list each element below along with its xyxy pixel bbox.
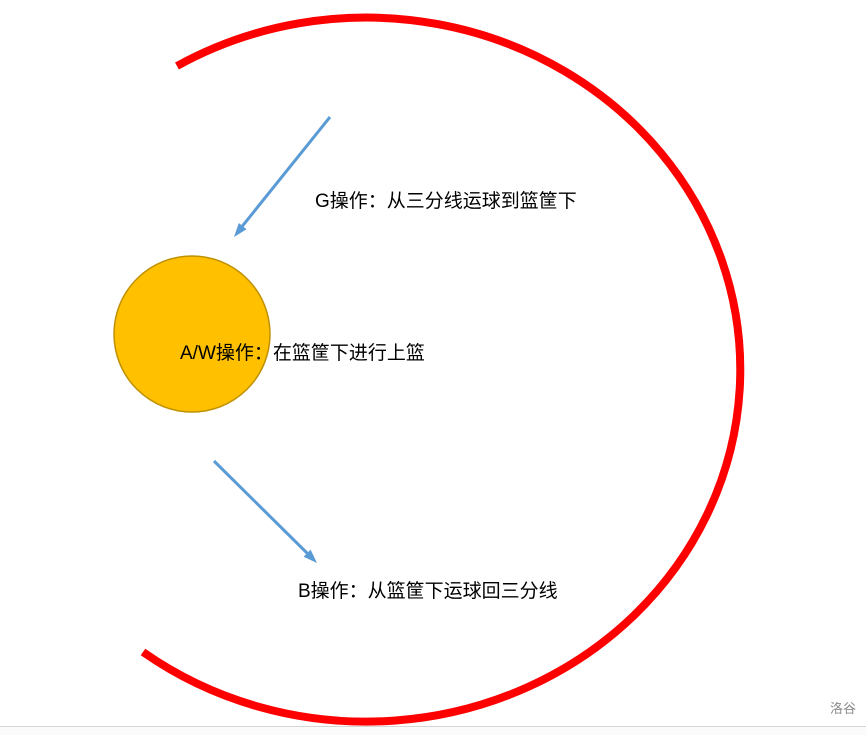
arrow-to-basket-head [234,223,247,237]
hoop-circle [113,255,271,413]
label-b-operation: B操作：从篮筐下运球回三分线 [298,581,558,602]
bottom-strip [0,727,866,735]
arrow-to-three-point-line-head [303,549,317,563]
watermark-text: 洛谷 [829,701,856,716]
arrow-to-basket-line [238,116,332,230]
label-g-operation: G操作：从三分线运球到篮筐下 [315,191,577,212]
arrow-to-basket [234,116,332,237]
bottom-divider [0,726,866,727]
three-point-arc [140,13,745,726]
arrow-to-three-point-line-line [212,459,310,556]
label-aw-operation: A/W操作：在篮筐下进行上篮 [180,343,425,364]
arrow-to-three-point-line [212,459,317,563]
